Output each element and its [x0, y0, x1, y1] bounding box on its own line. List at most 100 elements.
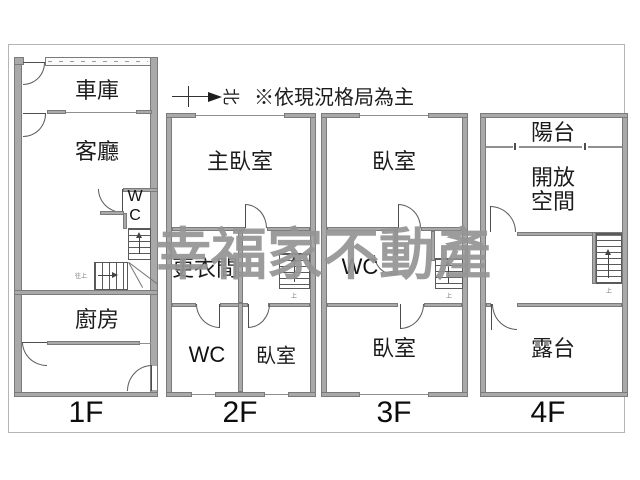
window-line: [139, 343, 151, 344]
wall: [394, 231, 398, 255]
wall: [268, 303, 310, 307]
door-jamb: [584, 143, 586, 150]
wall: [321, 392, 360, 397]
stairs: [596, 233, 622, 284]
door-leaf: [490, 206, 491, 232]
stairs-note: 上: [446, 294, 453, 300]
stairs-up-arrow-icon: [136, 232, 142, 254]
wall: [424, 303, 462, 307]
wall: [100, 211, 124, 215]
balcony-wall-line: [486, 146, 513, 148]
wall: [172, 227, 245, 231]
room-label-living-room: 客廳: [74, 139, 120, 164]
wall: [123, 188, 158, 192]
room-label-dressing-room: 更衣間: [171, 256, 239, 281]
wall: [172, 303, 196, 307]
stairs-up-arrow-icon: [605, 249, 611, 278]
wall: [480, 113, 628, 118]
room-label-bedroom-top: 臥室: [371, 149, 417, 174]
wall: [47, 110, 66, 114]
wall: [238, 231, 243, 303]
stairs-direction-arrow-icon: [98, 272, 118, 278]
door-leaf: [22, 342, 47, 343]
door-leaf: [400, 304, 401, 329]
wall: [592, 232, 596, 284]
wall: [14, 57, 24, 65]
room-label-bedroom: 臥室: [256, 345, 296, 368]
floor-label-2f: 2F: [222, 396, 258, 429]
stairs-note: 上: [606, 289, 613, 295]
stairs-note: 往上: [75, 274, 88, 280]
door-leaf: [248, 304, 249, 328]
wall: [220, 303, 248, 307]
wall: [327, 303, 398, 307]
wall: [14, 290, 158, 295]
floor-label-1f: 1F: [68, 396, 104, 429]
door-leaf: [245, 205, 246, 228]
room-label-wc: WC: [188, 342, 226, 367]
wall: [47, 341, 140, 345]
wall: [136, 110, 152, 114]
compass-north-label: 北: [221, 88, 240, 105]
window-line: [196, 115, 284, 116]
wall: [421, 227, 462, 231]
door-leaf: [23, 62, 45, 63]
door-leaf: [491, 304, 492, 330]
window-line: [360, 115, 428, 116]
room-label-garage: 車庫: [74, 78, 120, 103]
wall: [284, 113, 316, 118]
wall: [321, 113, 360, 118]
wall: [14, 392, 158, 397]
wall: [14, 57, 22, 397]
stairs-up-arrow-icon: [291, 256, 297, 282]
wall: [166, 392, 192, 397]
stairs-note: 上: [291, 294, 298, 300]
wall: [215, 392, 265, 397]
stairs: [94, 262, 128, 290]
door-jamb: [514, 143, 516, 150]
compass-cross: [188, 86, 189, 107]
window-line: [265, 394, 288, 395]
wall: [123, 213, 127, 229]
window-line: [192, 394, 215, 395]
door-leaf: [122, 189, 123, 214]
room-label-balcony: 陽台: [530, 120, 576, 145]
wall: [517, 303, 622, 307]
garage-door: [45, 57, 151, 66]
room-label-kitchen: 廚房: [74, 307, 120, 332]
room-label-wc-c: C: [129, 207, 141, 224]
wall: [486, 303, 491, 307]
wall: [166, 113, 196, 118]
door-leaf: [151, 365, 152, 391]
wall: [267, 227, 310, 231]
floor-label-4f: 4F: [530, 396, 566, 429]
disclaimer-text: ※依現況格局為主: [254, 87, 414, 109]
agency-watermark: 幸福家不動產: [155, 223, 491, 286]
stairs-up-arrow-icon: [445, 260, 451, 283]
room-label-master-bedroom: 主臥室: [206, 149, 274, 174]
window-line: [360, 394, 428, 395]
wall: [431, 231, 435, 261]
wall: [238, 303, 243, 392]
wall: [428, 113, 468, 118]
door-leaf: [398, 205, 399, 228]
wall: [622, 113, 628, 397]
compass-arrow-icon: [208, 92, 222, 102]
room-label-bedroom-bottom: 臥室: [371, 336, 417, 361]
balcony-wall-line: [588, 146, 622, 148]
room-label-wc-w: W: [127, 188, 143, 205]
wall: [327, 227, 398, 231]
room-label-terrace: 露台: [530, 336, 576, 361]
door-leaf: [219, 304, 220, 328]
balcony-wall-line: [519, 146, 582, 148]
door-leaf: [23, 113, 46, 114]
wall: [428, 392, 468, 397]
floor-label-3f: 3F: [376, 396, 412, 429]
wall: [480, 392, 628, 397]
wall: [390, 271, 398, 275]
wall: [288, 392, 316, 397]
room-label-wc: WC: [341, 254, 379, 279]
compass-line: [172, 96, 214, 97]
room-label-open-space-line2: 空間: [530, 189, 576, 214]
